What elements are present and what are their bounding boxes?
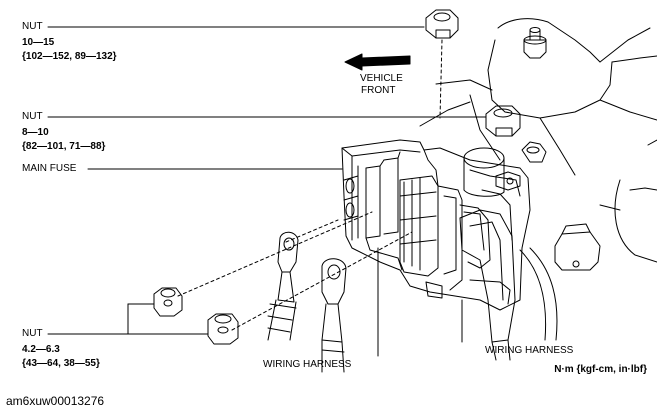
terminal-lug-2 xyxy=(321,258,347,373)
wiring-harness-left-label: WIRING HARNESS xyxy=(263,359,352,370)
connector-plug xyxy=(554,223,601,271)
nut-mid-label: NUT xyxy=(22,111,43,122)
nut-bottom-2-icon xyxy=(207,313,239,345)
bottom-nut-guide-lines xyxy=(177,211,413,331)
nut-bottom-torque: 4.2—6.3 xyxy=(22,344,60,355)
harness-right-lug xyxy=(459,209,516,361)
vehicle-front-label-1: VEHICLE xyxy=(360,73,403,84)
nut-mid-icon xyxy=(485,105,521,137)
nut-bottom-1-icon xyxy=(153,287,183,317)
vehicle-front-arrow-icon xyxy=(344,53,411,71)
main-fuse-block xyxy=(341,139,531,311)
bolt-icon xyxy=(521,141,547,163)
nut-top-label: NUT xyxy=(22,21,43,33)
vehicle-front-label-2: FRONT xyxy=(361,85,396,96)
nut-top-torque-alt: {102—152, 89—132} xyxy=(22,51,117,62)
engine-bay-outline xyxy=(419,18,657,263)
nut-bottom-torque-alt: {43—64, 38—55} xyxy=(22,358,100,369)
nut-top-icon xyxy=(425,9,459,39)
harness-right-cable xyxy=(519,247,558,341)
nut-top-torque: 10—15 xyxy=(22,37,55,48)
nut-mid-torque: 8—10 xyxy=(22,127,49,138)
leader-lines xyxy=(47,26,487,357)
main-fuse-label: MAIN FUSE xyxy=(22,163,77,174)
nut-mid-torque-alt: {82—101, 71—88} xyxy=(22,141,106,152)
nut-top-name: NUT xyxy=(22,21,43,32)
nut-bottom-label: NUT xyxy=(22,328,43,339)
cylinder-connector xyxy=(463,147,505,197)
terminal-lug-1 xyxy=(267,231,299,341)
torque-units-label: N·m {kgf-cm, in·lbf} xyxy=(554,364,647,375)
figure-code: am6xuw00013276 xyxy=(6,394,105,408)
stud xyxy=(523,27,547,59)
wiring-harness-right-label: WIRING HARNESS xyxy=(485,345,574,356)
nut-top-guide-line xyxy=(439,39,443,119)
